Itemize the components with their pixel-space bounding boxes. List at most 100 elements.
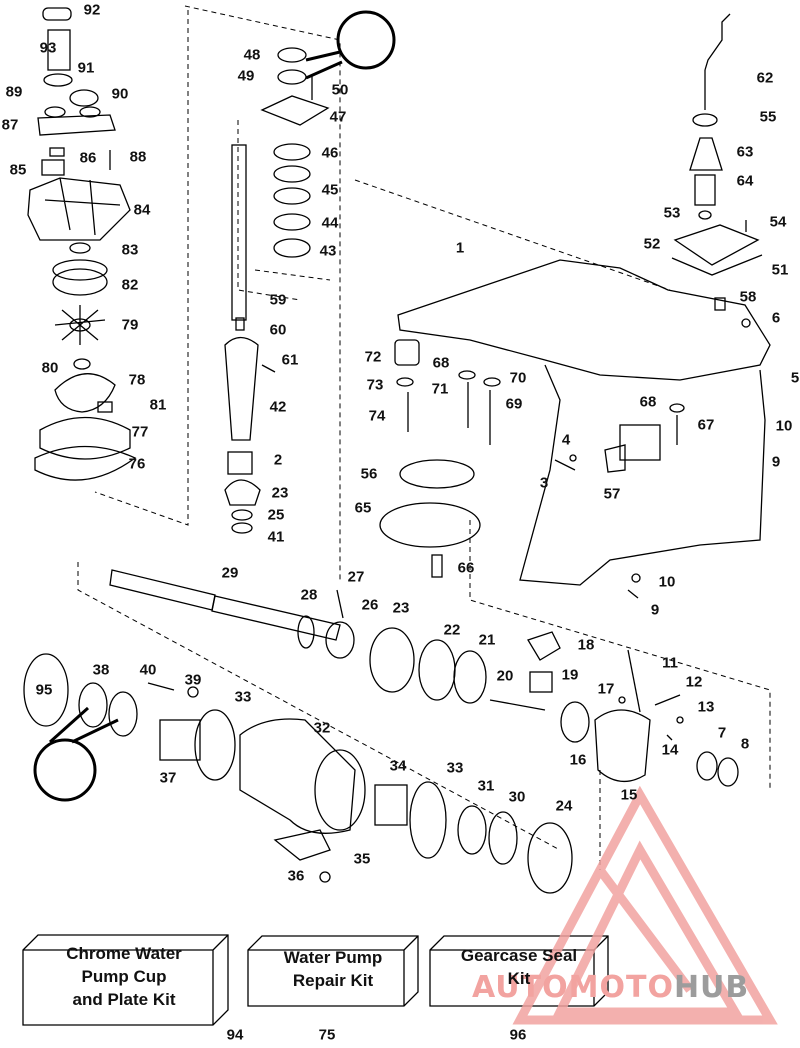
part-label-81: 81 [149,396,167,414]
part-label-79: 79 [121,316,139,334]
watermark-part-a: AUTOMOTO [472,970,674,1005]
part-label-64: 64 [736,172,754,190]
part-label-5: 5 [790,369,800,387]
part-label-8: 8 [740,735,750,753]
water-pump-repair-kit-number: 75 [318,1026,336,1044]
part-label-46: 46 [321,144,339,162]
part-label-50: 50 [331,81,349,99]
part-label-67: 67 [697,416,715,434]
part-label-11: 11 [662,654,678,672]
part-label-38: 38 [92,661,110,679]
part-label-90: 90 [111,85,129,103]
part-label-68: 68 [639,393,657,411]
water-pump-repair-kit-line: Repair Kit [292,971,374,990]
chrome-water-pump-kit-line: Chrome Water [66,944,182,963]
chrome-water-pump-kit-line: Pump Cup [81,967,167,986]
part-label-3: 3 [539,474,549,492]
part-label-57: 57 [603,485,621,503]
part-label-22: 22 [443,621,461,639]
part-label-48: 48 [243,46,261,64]
part-label-55: 55 [759,108,777,126]
part-label-78: 78 [128,371,146,389]
part-label-77: 77 [131,423,149,441]
part-label-51: 51 [771,261,789,279]
part-label-43: 43 [319,242,337,260]
part-label-1: 1 [455,239,465,257]
part-label-29: 29 [221,564,239,582]
part-label-33: 33 [446,759,464,777]
part-label-30: 30 [508,788,526,806]
part-label-70: 70 [509,369,527,387]
gearcase-seal-kit-line: Kit [507,969,531,988]
part-label-19: 19 [561,666,579,684]
part-label-10: 10 [658,573,676,591]
part-label-71: 71 [431,380,449,398]
kit-box-75 [247,935,419,1007]
part-label-66: 66 [457,559,475,577]
part-label-33: 33 [234,688,252,706]
part-label-37: 37 [159,769,177,787]
part-label-82: 82 [121,276,139,294]
part-label-31: 31 [477,777,495,795]
part-label-36: 36 [287,867,305,885]
part-label-27: 27 [347,568,365,586]
part-label-61: 61 [281,351,299,369]
part-label-9: 9 [771,453,781,471]
part-label-59: 59 [269,291,287,309]
part-label-87: 87 [1,116,19,134]
part-label-68: 68 [432,354,450,372]
part-label-14: 14 [661,741,679,759]
part-label-65: 65 [354,499,372,517]
part-label-28: 28 [300,586,318,604]
part-label-15: 15 [620,786,638,804]
watermark-part-b: HUB [673,970,750,1005]
gearcase-seal-kit-number: 96 [509,1026,527,1044]
water-pump-repair-kit-line: Water Pump [283,948,383,967]
part-label-9: 9 [650,601,660,619]
part-label-76: 76 [128,455,146,473]
part-label-88: 88 [129,148,147,166]
part-label-58: 58 [739,288,757,306]
part-label-86: 86 [79,149,97,167]
part-label-63: 63 [736,143,754,161]
part-label-12: 12 [685,673,703,691]
part-label-91: 91 [77,59,95,77]
part-label-54: 54 [769,213,787,231]
part-label-83: 83 [121,241,139,259]
part-label-41: 41 [267,528,285,546]
part-label-93: 93 [39,39,57,57]
part-label-84: 84 [133,201,151,219]
part-label-32: 32 [313,719,331,737]
part-label-42: 42 [269,398,287,416]
chrome-water-pump-kit-number: 94 [226,1026,244,1044]
part-label-39: 39 [184,671,202,689]
part-label-18: 18 [577,636,595,654]
part-label-17: 17 [597,680,615,698]
watermark-text: AUTOMOTOHUB [472,970,749,1005]
part-label-16: 16 [569,751,587,769]
part-label-73: 73 [366,376,384,394]
part-label-52: 52 [643,235,661,253]
part-label-13: 13 [697,698,715,716]
part-label-69: 69 [505,395,523,413]
part-label-92: 92 [83,1,101,19]
part-label-45: 45 [321,181,339,199]
part-label-62: 62 [756,69,774,87]
gearcase-seal-kit-line: Gearcase Seal [460,946,578,965]
part-label-21: 21 [478,631,496,649]
part-label-35: 35 [353,850,371,868]
part-label-23: 23 [392,599,410,617]
part-label-80: 80 [41,359,59,377]
part-label-20: 20 [496,667,514,685]
part-label-7: 7 [717,724,727,742]
part-label-25: 25 [267,506,285,524]
part-label-24: 24 [555,797,573,815]
part-label-23: 23 [271,484,289,502]
part-label-95: 95 [35,681,53,699]
